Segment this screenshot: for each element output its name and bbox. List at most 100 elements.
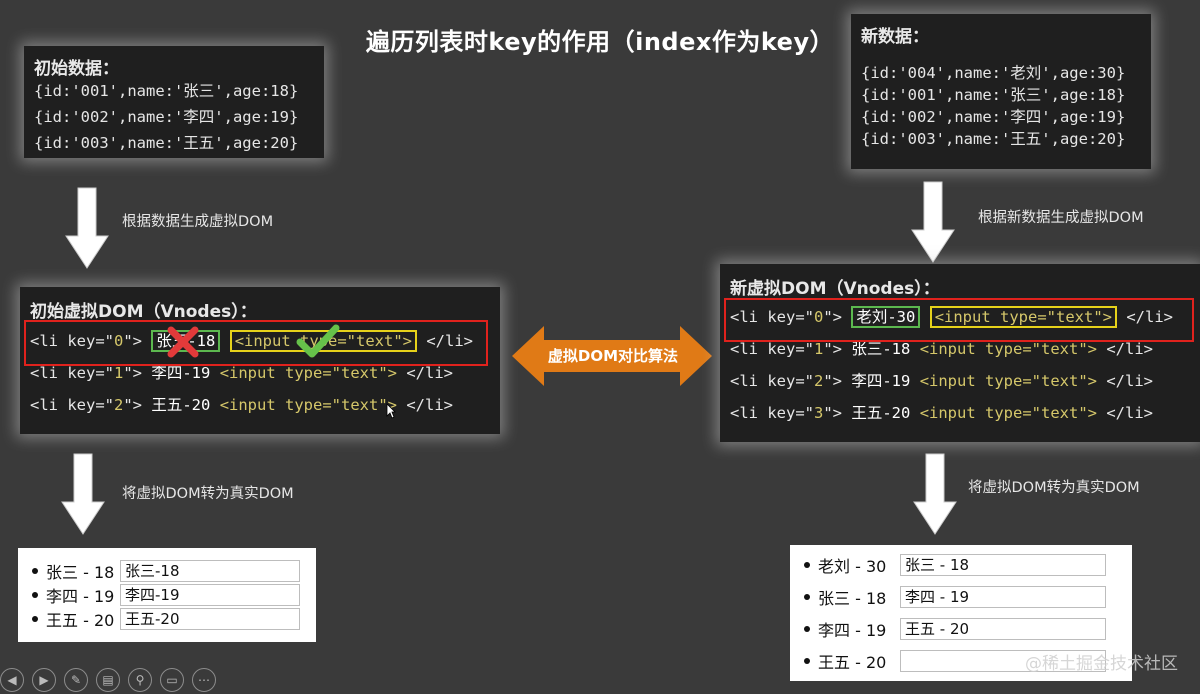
li-open-tag-end: ">: [123, 396, 152, 414]
vnode-row: <li key="1"> 李四-19 <input type="text"> <…: [30, 357, 473, 389]
li-key: 0: [114, 332, 124, 350]
right-render-note: 将虚拟DOM转为真实DOM: [968, 480, 1140, 496]
new-data-row: {id:'004',name:'老刘',age:30}: [861, 64, 1126, 82]
page-title: 遍历列表时key的作用（index作为key）: [365, 28, 835, 56]
real-list-item: 李四 - 19 王五 - 20: [804, 618, 1106, 640]
initial-vdom-header: 初始虚拟DOM（Vnodes）：: [30, 302, 257, 322]
input-tag: <input type="text">: [919, 404, 1097, 422]
li-open-tag: <li key=": [730, 404, 814, 422]
vnode-text: 王五-20: [851, 404, 911, 422]
li-close-tag: </li>: [1097, 372, 1153, 390]
li-key: 2: [114, 396, 124, 414]
text-input[interactable]: 李四-19: [120, 584, 300, 606]
left-generate-note: 根据数据生成虚拟DOM: [122, 214, 274, 230]
real-item-label: 老刘 - 30: [818, 557, 887, 576]
initial-data-row: {id:'002',name:'李四',age:19}: [34, 108, 299, 126]
initial-real-dom: 张三 - 18 张三-18 李四 - 19 李四-19 王五 - 20 王五-20: [18, 548, 316, 642]
screen-icon[interactable]: ▭: [160, 668, 184, 692]
new-data-row: {id:'002',name:'李四',age:19}: [861, 108, 1126, 126]
text-input[interactable]: 张三-18: [120, 560, 300, 582]
li-open-tag: <li key=": [730, 308, 814, 326]
li-close-tag: </li>: [397, 364, 453, 382]
bullet-icon: [32, 616, 38, 622]
real-item-label: 王五 - 20: [818, 653, 887, 672]
li-open-tag: <li key=": [30, 364, 114, 382]
text-input[interactable]: [900, 650, 1106, 672]
input-tag: <input type="text">: [929, 306, 1117, 328]
li-close-tag: </li>: [1117, 308, 1173, 326]
left-render-note: 将虚拟DOM转为真实DOM: [122, 486, 294, 502]
vnode-row: <li key="0"> 老刘-30 <input type="text"> <…: [730, 301, 1173, 333]
li-open-tag: <li key=": [30, 332, 114, 350]
zoom-icon[interactable]: ⚲: [128, 668, 152, 692]
li-close-tag: </li>: [417, 332, 473, 350]
li-close-tag: </li>: [397, 396, 453, 414]
vnode-row: <li key="3"> 王五-20 <input type="text"> <…: [730, 397, 1173, 429]
text-input[interactable]: 王五-20: [120, 608, 300, 630]
watermark: @稀土掘金技术社区: [1025, 654, 1178, 674]
li-key: 1: [814, 340, 824, 358]
right-generate-note-text: 根据新数据生成虚拟DOM: [978, 210, 1144, 226]
real-list-item: 李四 - 19 李四-19: [32, 584, 300, 606]
text-input[interactable]: 王五 - 20: [900, 618, 1106, 640]
real-list-item: 王五 - 20 王五-20: [32, 608, 300, 630]
li-close-tag: </li>: [1097, 340, 1153, 358]
bullet-icon: [804, 626, 810, 632]
li-open-tag-end: ">: [123, 332, 152, 350]
li-open-tag: <li key=": [730, 340, 814, 358]
initial-data-header: 初始数据：: [34, 59, 119, 79]
bullet-icon: [804, 658, 810, 664]
initial-vdom-box: 初始虚拟DOM（Vnodes）： <li key="0"> 张三-18 <inp…: [20, 287, 500, 434]
initial-data-box: 初始数据： {id:'001',name:'张三',age:18} {id:'0…: [24, 46, 324, 158]
li-key: 3: [814, 404, 824, 422]
more-icon[interactable]: ⋯: [192, 668, 216, 692]
real-list-item: 王五 - 20: [804, 650, 1106, 672]
right-generate-note: 根据新数据生成虚拟DOM: [978, 206, 1144, 227]
diff-label: 虚拟DOM对比算法: [547, 347, 679, 365]
down-arrow-icon: [65, 187, 109, 269]
pen-icon[interactable]: ✎: [64, 668, 88, 692]
real-item-label: 李四 - 19: [46, 587, 115, 606]
input-tag: <input type="text">: [219, 364, 397, 382]
slides-icon[interactable]: ▤: [96, 668, 120, 692]
vnode-text: 王五-20: [151, 396, 211, 414]
vnode-row: <li key="2"> 王五-20 <input type="text"> <…: [30, 389, 473, 421]
input-tag: <input type="text">: [919, 340, 1097, 358]
bullet-icon: [32, 568, 38, 574]
bullet-icon: [804, 562, 810, 568]
vnode-text: 李四-19: [851, 372, 911, 390]
li-open-tag-end: ">: [123, 364, 152, 382]
li-key: 0: [814, 308, 824, 326]
new-data-header: 新数据：: [861, 27, 929, 47]
down-arrow-icon: [61, 453, 105, 535]
li-close-tag: </li>: [1097, 404, 1153, 422]
vnode-text: 李四-19: [151, 364, 211, 382]
vnode-row: <li key="2"> 李四-19 <input type="text"> <…: [730, 365, 1173, 397]
next-icon[interactable]: ▶: [32, 668, 56, 692]
text-input[interactable]: 张三 - 18: [900, 554, 1106, 576]
input-tag: <input type="text">: [919, 372, 1097, 390]
real-item-label: 张三 - 18: [46, 563, 115, 582]
new-data-box: 新数据： {id:'004',name:'老刘',age:30} {id:'00…: [851, 14, 1151, 169]
cross-icon: [167, 326, 199, 358]
down-arrow-icon: [911, 181, 955, 263]
initial-vdom-highlight: [24, 320, 488, 366]
down-arrow-icon: [913, 453, 957, 535]
initial-data-row: {id:'003',name:'王五',age:20}: [34, 134, 299, 152]
new-vdom-box: 新虚拟DOM（Vnodes）： <li key="0"> 老刘-30 <inpu…: [720, 264, 1200, 442]
bullet-icon: [32, 592, 38, 598]
li-open-tag: <li key=": [30, 396, 114, 414]
li-key: 2: [814, 372, 824, 390]
li-open-tag-end: ">: [823, 404, 852, 422]
real-list-item: 张三 - 18 张三-18: [32, 560, 300, 582]
real-item-label: 王五 - 20: [46, 611, 115, 630]
li-open-tag-end: ">: [823, 308, 852, 326]
prev-icon[interactable]: ◀: [0, 668, 24, 692]
real-item-label: 李四 - 19: [818, 621, 887, 640]
new-data-row: {id:'003',name:'王五',age:20}: [861, 130, 1126, 148]
li-open-tag-end: ">: [823, 340, 852, 358]
text-input[interactable]: 李四 - 19: [900, 586, 1106, 608]
bullet-icon: [804, 594, 810, 600]
new-vdom-highlight: [724, 298, 1194, 342]
